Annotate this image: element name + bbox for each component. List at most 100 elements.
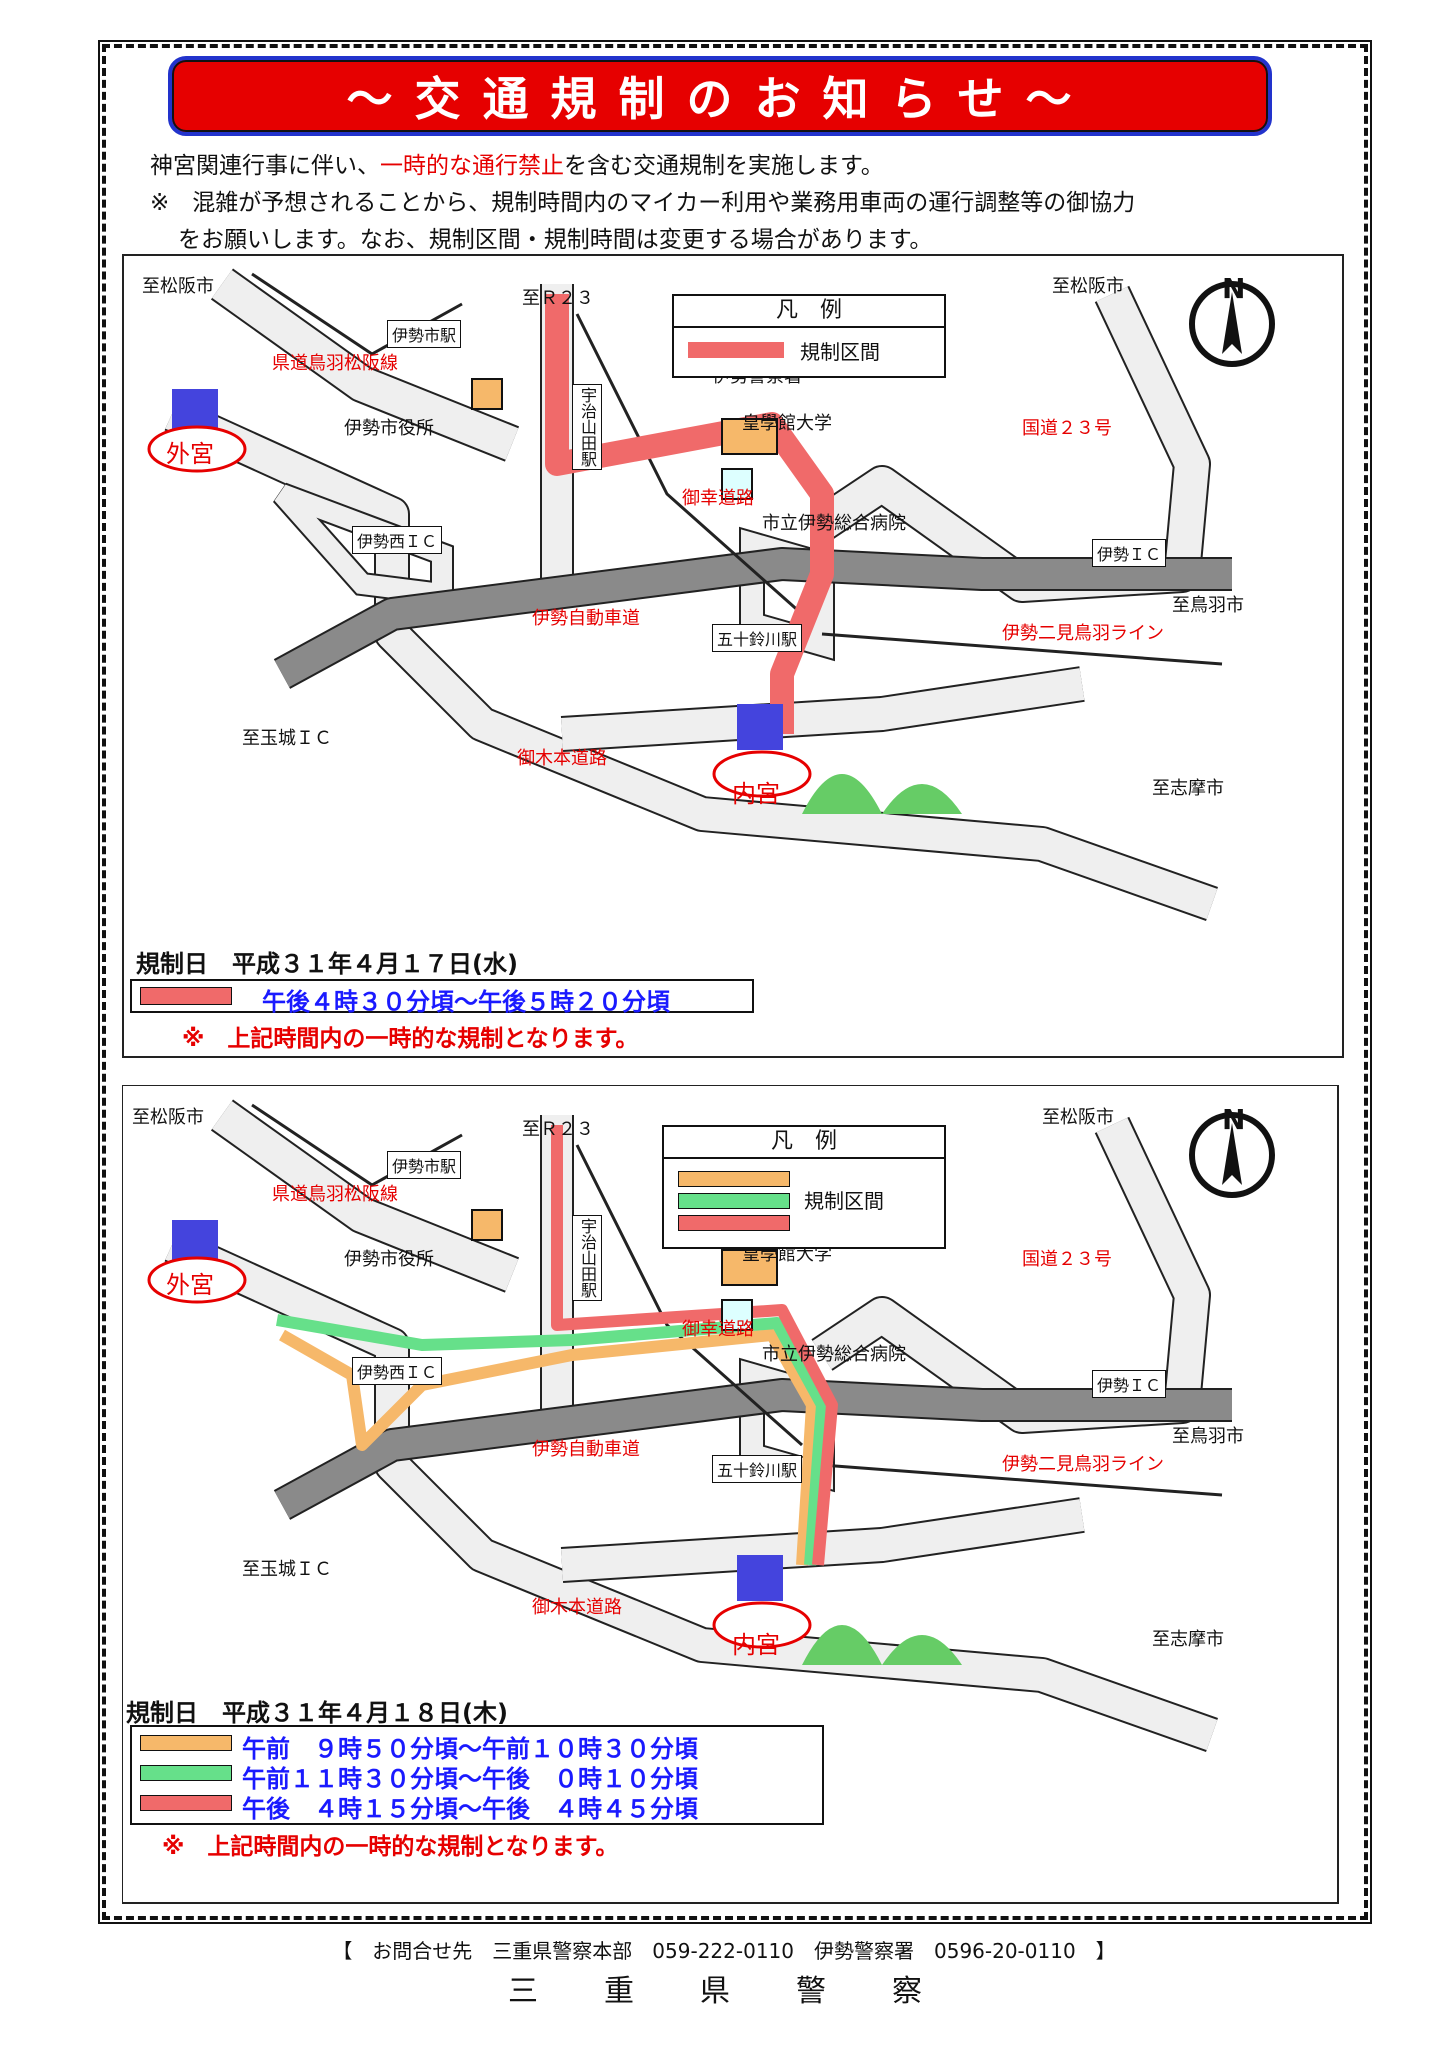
panel-1-time-row: 午後４時３０分頃～午後５時２０分頃	[130, 979, 754, 1016]
legend-swatch-red-2	[678, 1215, 790, 1231]
label-north-2: N	[1222, 1103, 1246, 1136]
footer-contact: 【 お問合せ先 三重県警察本部 059-222-0110 伊勢警察署 0596-…	[332, 1939, 1116, 1963]
legend-title-2: 凡 例	[664, 1127, 944, 1159]
label-naiku-1: 内宮	[732, 780, 780, 808]
label-uji-yamada-2: 宇治山田駅	[572, 1215, 602, 1301]
panel-2-note: ※ 上記時間内の一時的な規制となります。	[162, 1834, 619, 1860]
frame-dash-border	[102, 44, 1368, 1920]
label-ise-station-1: 伊勢市駅	[387, 320, 462, 348]
regulated-route-green	[275, 1314, 828, 1566]
panel-2-time-text-2: 午前１１時３０分頃～午後 ０時１０分頃	[242, 1765, 698, 1793]
map-1-drawing	[147, 268, 1275, 921]
forest-icon-2	[802, 1625, 962, 1665]
panel-1-note: ※ 上記時間内の一時的な規制となります。	[182, 1026, 639, 1052]
label-ise-station-2: 伊勢市駅	[387, 1151, 462, 1179]
page-frame	[98, 40, 1372, 1924]
label-city-hall-2: 伊勢市役所	[344, 1249, 434, 1270]
label-national-23-2: 国道２３号	[1022, 1249, 1112, 1270]
label-ise-ic-1: 伊勢ＩＣ	[1092, 539, 1167, 567]
label-futami-line-2: 伊勢二見鳥羽ライン	[1002, 1454, 1164, 1475]
label-ise-ic-2: 伊勢ＩＣ	[1092, 1370, 1167, 1398]
label-futami-line-1: 伊勢二見鳥羽ライン	[1002, 623, 1164, 644]
label-hospital-2: 市立伊勢総合病院	[762, 1344, 906, 1365]
label-miyuki-road-1: 御幸道路	[682, 488, 754, 509]
label-to-shima-1: 至志摩市	[1152, 778, 1224, 799]
label-kogakkan-1: 皇學館大学	[742, 413, 832, 434]
label-expressway-1: 伊勢自動車道	[532, 608, 640, 629]
label-to-matsusaka-ne-1: 至松阪市	[1052, 276, 1124, 297]
panel-2-time-swatch-3	[140, 1795, 232, 1811]
geku-marker-2	[147, 1256, 247, 1304]
label-miyuki-road-2: 御幸道路	[682, 1319, 754, 1340]
page-title: ～交通規制のお知らせ～	[346, 72, 1094, 126]
panel-2-time-swatch-2	[140, 1765, 232, 1781]
naiku-shrine-icon-2	[737, 1555, 783, 1601]
label-to-toba-2: 至鳥羽市	[1172, 1426, 1244, 1447]
university-icon	[721, 418, 778, 455]
regulated-route-red-2	[551, 1125, 838, 1566]
legend-title-1: 凡 例	[674, 296, 944, 328]
geku-marker	[147, 425, 247, 473]
panel-1-time-swatch	[140, 987, 232, 1005]
university-icon-2	[721, 1249, 778, 1286]
label-expressway-2: 伊勢自動車道	[532, 1439, 640, 1460]
label-hospital-1: 市立伊勢総合病院	[762, 513, 906, 534]
title-banner: ～交通規制のお知らせ～	[168, 56, 1272, 136]
label-to-r23-2: 至Ｒ２３	[522, 1119, 594, 1140]
label-north-1: N	[1222, 272, 1246, 305]
label-prefectural-road-2: 県道鳥羽松阪線	[272, 1184, 398, 1205]
label-kogakkan-2: 皇學館大学	[742, 1244, 832, 1265]
regulated-route-red	[545, 294, 834, 734]
panel-1-date: 規制日 平成３１年４月１７日(水)	[136, 950, 518, 978]
label-naiku-2: 内宮	[732, 1631, 780, 1659]
legend-swatch-red-1	[688, 342, 784, 358]
panel-2-time-text-3: 午後 ４時１５分頃～午後 ４時４５分頃	[242, 1795, 698, 1823]
map-2-labels: 至松阪市 至Ｒ２３ 伊勢市駅 県道鳥羽松阪線 宇治山田駅 伊勢警察署 国道２３号…	[122, 1085, 1340, 1905]
intro-text: 神宮関連行事に伴い、一時的な通行禁止を含む交通規制を実施します。 ※ 混雑が予想…	[150, 148, 1330, 259]
panel-2-date: 規制日 平成３１年４月１８日(木)	[126, 1699, 508, 1727]
intro-line-1-red: 一時的な通行禁止	[380, 153, 564, 179]
label-miki-road-1: 御木本道路	[517, 748, 607, 769]
map-panel-2	[122, 1085, 1339, 1904]
hospital-icon	[721, 468, 753, 500]
legend-swatch-green	[678, 1193, 790, 1209]
label-ise-nishi-ic-1: 伊勢西ＩＣ	[352, 526, 443, 554]
label-to-shima-2: 至志摩市	[1152, 1629, 1224, 1650]
label-to-matsusaka-2: 至松阪市	[132, 1107, 204, 1128]
label-city-hall-1: 伊勢市役所	[344, 418, 434, 439]
intro-line-3: をお願いします。なお、規制区間・規制時間は変更する場合があります。	[178, 227, 933, 253]
label-to-r23-1: 至Ｒ２３	[522, 288, 594, 309]
label-to-tamaki-2: 至玉城ＩＣ	[242, 1559, 332, 1580]
naiku-marker	[712, 750, 812, 798]
intro-line-1: 神宮関連行事に伴い、一時的な通行禁止を含む交通規制を実施します。	[150, 148, 1330, 185]
naiku-shrine-icon	[737, 704, 783, 750]
intro-line-1a: 神宮関連行事に伴い、	[150, 153, 380, 179]
map-2-drawing	[122, 1085, 1339, 1904]
footer-org: 三 重 県 警 察	[508, 1974, 940, 2009]
map-1-labels: 至松阪市 至Ｒ２３ 伊勢市駅 県道鳥羽松阪線 宇治山田駅 伊勢警察署 国道２３号…	[122, 254, 1340, 1054]
legend-label-2: 規制区間	[804, 1189, 884, 1213]
panel-2-time-box: 午前 ９時５０分頃～午前１０時３０分頃 午前１１時３０分頃～午後 ０時１０分頃 …	[130, 1725, 824, 1825]
label-geku-2: 外宮	[166, 1271, 214, 1299]
label-to-tamaki-1: 至玉城ＩＣ	[242, 728, 332, 749]
label-miki-road-2: 御木本道路	[532, 1597, 622, 1618]
label-national-23-1: 国道２３号	[1022, 418, 1112, 439]
panel-2-time-text-1: 午前 ９時５０分頃～午前１０時３０分頃	[242, 1735, 698, 1763]
label-geku-1: 外宮	[166, 440, 214, 468]
intro-line-1b: を含む交通規制を実施します。	[564, 153, 884, 179]
label-uji-yamada-1: 宇治山田駅	[572, 384, 602, 470]
legend-label-1: 規制区間	[800, 340, 880, 364]
label-prefectural-road-1: 県道鳥羽松阪線	[272, 353, 398, 374]
label-ise-nishi-ic-2: 伊勢西ＩＣ	[352, 1357, 443, 1385]
hospital-icon-2	[721, 1299, 753, 1331]
intro-line-2: ※ 混雑が予想されることから、規制時間内のマイカー利用や業務用車両の運行調整等の…	[150, 190, 1136, 216]
city-hall-icon-2	[471, 1209, 503, 1241]
legend-swatch-orange	[678, 1171, 790, 1187]
regulated-route-orange	[279, 1329, 818, 1566]
legend-2: 凡 例 規制区間	[662, 1125, 946, 1249]
panel-1-time-text: 午後４時３０分頃～午後５時２０分頃	[262, 988, 670, 1016]
label-to-matsusaka-ne-2: 至松阪市	[1042, 1107, 1114, 1128]
label-isuzugawa-2: 五十鈴川駅	[712, 1455, 803, 1483]
label-to-toba-1: 至鳥羽市	[1172, 595, 1244, 616]
panel-2-time-swatch-1	[140, 1735, 232, 1751]
